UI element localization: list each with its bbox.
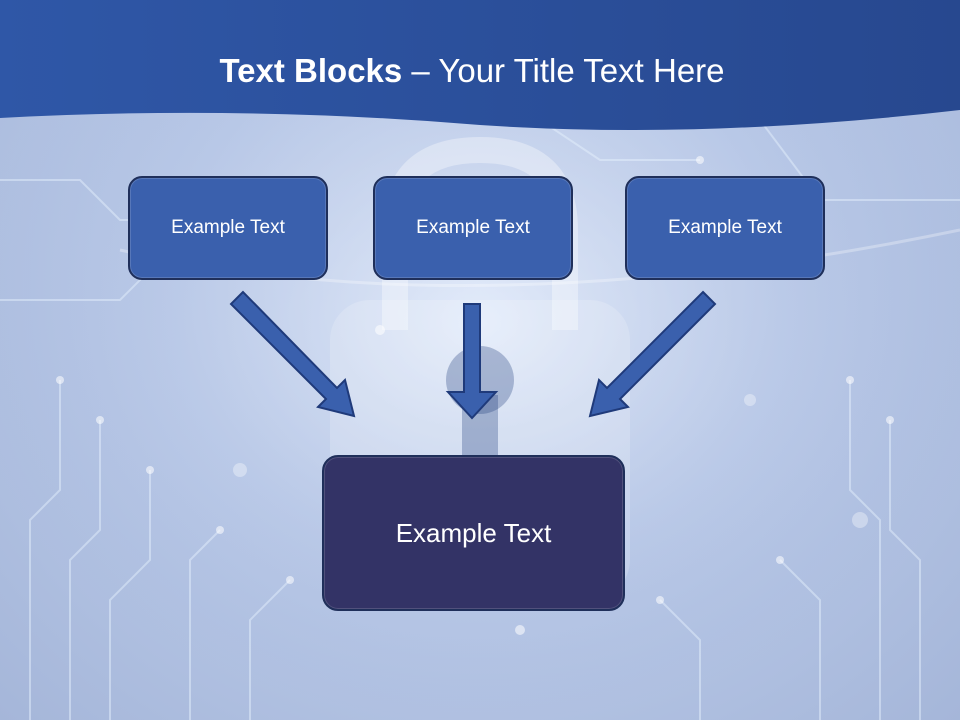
text-block-1-label: Example Text: [171, 217, 285, 238]
result-text-block-label: Example Text: [395, 517, 552, 548]
slide-title: Text Blocks – Your Title Text Here: [0, 52, 944, 90]
title-bold-part: Text Blocks: [219, 52, 403, 89]
header-band: [0, 0, 960, 130]
title-rest: Your Title Text Here: [438, 52, 725, 89]
title-dash: –: [402, 52, 439, 89]
result-text-block[interactable]: Example Text: [322, 455, 625, 611]
text-block-2-label: Example Text: [416, 217, 530, 238]
text-block-3[interactable]: Example Text: [625, 176, 825, 280]
text-block-2[interactable]: Example Text: [373, 176, 573, 280]
text-block-1[interactable]: Example Text: [128, 176, 328, 280]
text-block-3-label: Example Text: [668, 217, 782, 238]
